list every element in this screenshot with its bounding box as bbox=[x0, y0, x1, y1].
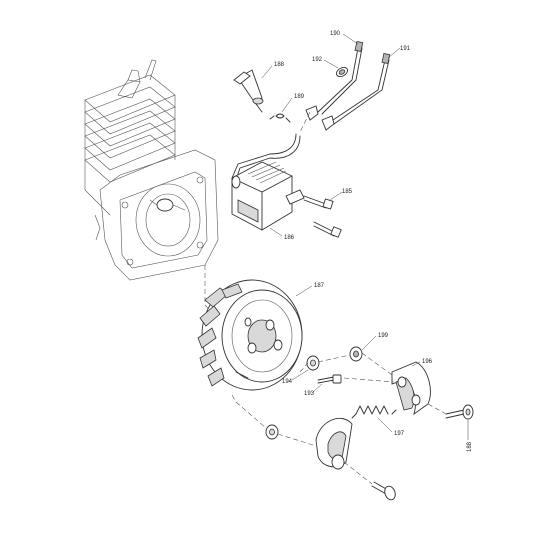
ignition-coil bbox=[231, 133, 305, 231]
clutch-spring bbox=[351, 405, 397, 419]
callout-188: 188 bbox=[274, 62, 285, 68]
callout-190: 190 bbox=[330, 31, 341, 37]
callout-189: 189 bbox=[294, 94, 305, 100]
ignition-wires bbox=[305, 40, 391, 131]
callout-187: 187 bbox=[314, 283, 325, 289]
callout-labels: 188 189 190 191 192 185 186 187 199 196 … bbox=[274, 31, 473, 452]
flywheel bbox=[197, 279, 303, 391]
spring-clip bbox=[269, 113, 291, 123]
callout-197: 197 bbox=[394, 431, 405, 437]
callout-199: 199 bbox=[378, 333, 389, 339]
callout-188-lower: 188 bbox=[467, 441, 473, 452]
callout-193: 193 bbox=[304, 391, 315, 397]
assembly-line-1 bbox=[204, 265, 229, 331]
pivot-bolt-right bbox=[445, 404, 474, 420]
callout-192: 192 bbox=[312, 57, 323, 63]
callout-185: 185 bbox=[342, 189, 353, 195]
callout-196: 196 bbox=[422, 359, 433, 365]
shoe-bolt bbox=[317, 374, 342, 384]
coil-bolts bbox=[303, 195, 342, 238]
callout-194: 194 bbox=[282, 379, 293, 385]
callout-186: 186 bbox=[284, 235, 295, 241]
spark-plug-cap bbox=[233, 69, 264, 113]
washers bbox=[265, 346, 363, 440]
callout-191: 191 bbox=[400, 46, 411, 52]
engine-block bbox=[84, 59, 219, 281]
clutch-shoe-upper bbox=[391, 361, 431, 416]
clutch-shoe-lower bbox=[315, 418, 353, 470]
pivot-bolt-lower bbox=[371, 481, 396, 501]
leader-lines bbox=[261, 33, 469, 440]
assembly-lines bbox=[231, 111, 447, 485]
